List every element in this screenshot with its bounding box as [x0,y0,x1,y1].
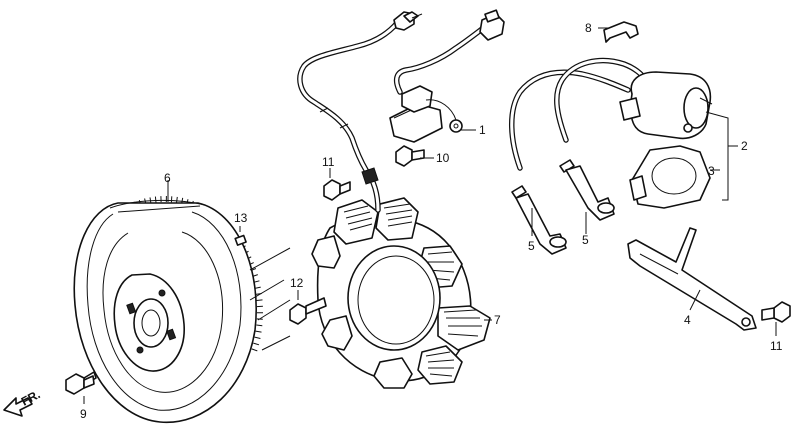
callout-1: 1 [479,123,486,137]
callout-2: 2 [741,139,748,153]
wire-connector [393,11,423,31]
arrow-icon [3,397,33,417]
front-direction-marker: FR. [3,387,42,417]
stator-bolt-long [289,297,327,325]
stator-bolt [323,179,351,201]
coil-bracket [629,145,711,209]
callout-12: 12 [290,276,304,290]
woodruff-key [234,234,247,246]
callout-9: 9 [80,407,87,421]
callout-11-right: 11 [770,339,783,353]
bracket-bolt [761,301,791,323]
wire-clip [603,21,639,43]
pulser-bolt [395,145,425,167]
plug-cap-right [559,159,615,221]
callout-3: 3 [708,164,715,178]
leader-lines [83,27,777,404]
callout-6: 6 [164,171,171,185]
plug-cap-left [511,185,567,255]
callout-4: 4 [684,313,691,327]
callout-5-right: 5 [582,233,589,247]
pulser-coil [389,9,505,143]
callout-5-left: 5 [528,239,535,253]
callout-7: 7 [494,313,501,327]
stator [297,19,491,389]
flywheel [73,195,263,423]
flywheel-bolt [65,371,97,395]
callout-8: 8 [585,21,592,35]
callout-13: 13 [234,211,248,225]
callout-10: 10 [436,151,450,165]
callout-11-left: 11 [322,155,335,169]
mounting-bracket [627,227,757,331]
